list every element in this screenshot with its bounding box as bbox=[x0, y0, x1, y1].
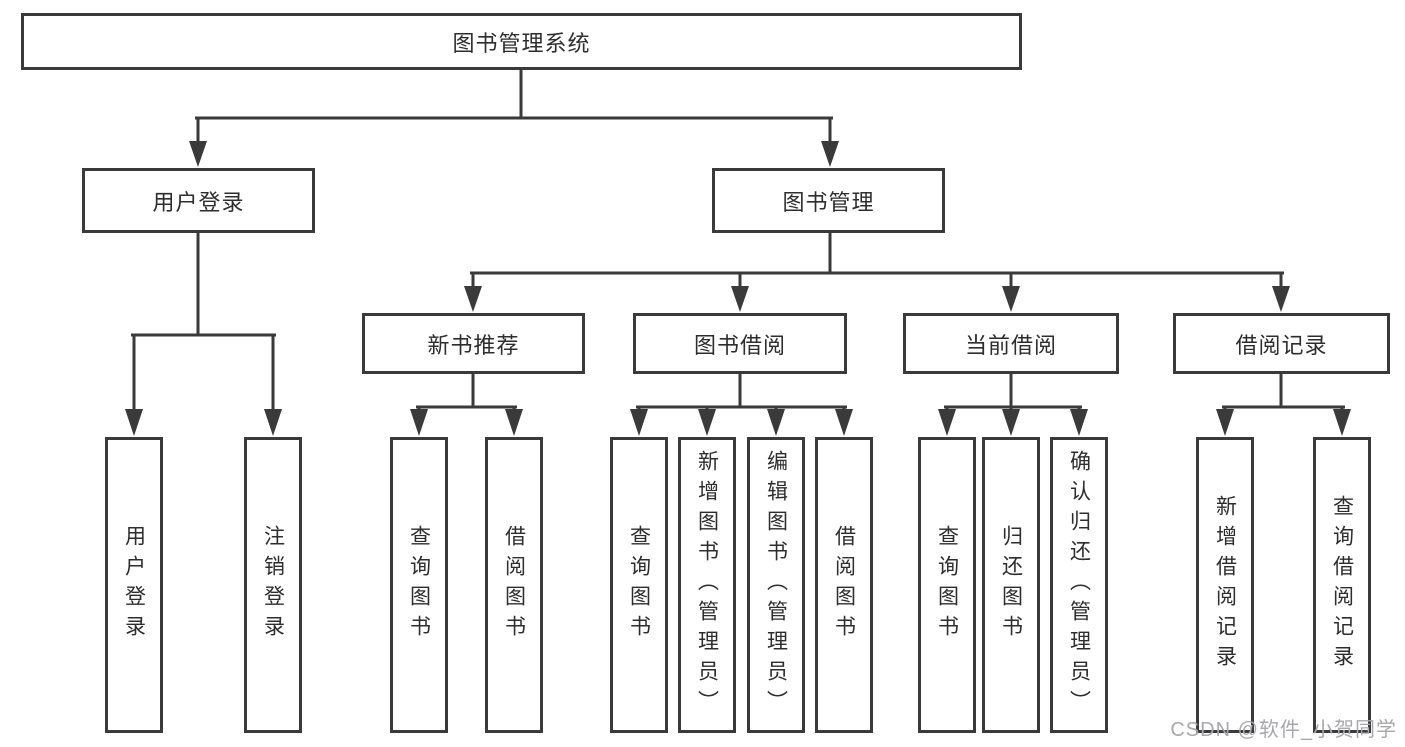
leaf-user-login: 用户登录 bbox=[105, 437, 163, 733]
leaf-borrow-books-borrow-label: 借阅图书 bbox=[832, 525, 856, 645]
leaf-query-books-newbooks: 查询图书 bbox=[390, 437, 448, 733]
leaf-edit-book-admin-label: 编辑图书（管理员） bbox=[764, 450, 788, 720]
node-user-login: 用户登录 bbox=[82, 168, 315, 233]
leaf-logout: 注销登录 bbox=[244, 437, 302, 733]
leaf-query-books-current: 查询图书 bbox=[918, 437, 976, 733]
leaf-query-borrow-record: 查询借阅记录 bbox=[1313, 437, 1371, 733]
leaf-edit-book-admin: 编辑图书（管理员） bbox=[747, 437, 805, 733]
connector-records-to-leaves bbox=[1216, 371, 1351, 436]
node-new-book-recommend-label: 新书推荐 bbox=[427, 332, 520, 358]
connector-currentborrow-to-leaves bbox=[938, 371, 1088, 436]
leaf-borrow-books-borrow: 借阅图书 bbox=[815, 437, 873, 733]
leaf-confirm-return-admin: 确认归还（管理员） bbox=[1050, 437, 1108, 733]
leaf-add-book-admin-label: 新增图书（管理员） bbox=[695, 450, 719, 720]
csdn-watermark: CSDN @软件_小贺同学 bbox=[1170, 719, 1397, 741]
connector-mgmt-to-categories bbox=[464, 230, 1290, 312]
node-user-login-label: 用户登录 bbox=[152, 189, 245, 215]
connector-root-to-level2 bbox=[189, 66, 839, 167]
leaf-logout-label: 注销登录 bbox=[261, 525, 285, 645]
node-book-management-label: 图书管理 bbox=[782, 189, 875, 215]
node-root-system: 图书管理系统 bbox=[21, 13, 1022, 70]
leaf-return-book: 归还图书 bbox=[982, 437, 1040, 733]
leaf-add-borrow-record-label: 新增借阅记录 bbox=[1213, 495, 1237, 675]
node-current-borrow-label: 当前借阅 bbox=[964, 332, 1057, 358]
leaf-borrow-books-newbooks: 借阅图书 bbox=[485, 437, 543, 733]
node-current-borrow: 当前借阅 bbox=[903, 313, 1119, 374]
node-borrow-records-label: 借阅记录 bbox=[1235, 332, 1328, 358]
node-book-borrow-label: 图书借阅 bbox=[693, 332, 786, 358]
leaf-query-books-newbooks-label: 查询图书 bbox=[407, 525, 431, 645]
node-book-borrow: 图书借阅 bbox=[633, 313, 847, 374]
leaf-borrow-books-newbooks-label: 借阅图书 bbox=[502, 525, 526, 645]
leaf-return-book-label: 归还图书 bbox=[999, 525, 1023, 645]
connector-login-to-leaves bbox=[125, 230, 282, 436]
leaf-query-books-borrow: 查询图书 bbox=[610, 437, 668, 733]
node-new-book-recommend: 新书推荐 bbox=[362, 313, 585, 374]
connector-bookborrow-to-leaves bbox=[630, 371, 853, 436]
node-borrow-records: 借阅记录 bbox=[1173, 313, 1390, 374]
leaf-query-borrow-record-label: 查询借阅记录 bbox=[1330, 495, 1354, 675]
connector-newbooks-to-leaves bbox=[410, 371, 523, 436]
node-book-management: 图书管理 bbox=[712, 168, 945, 233]
leaf-query-books-borrow-label: 查询图书 bbox=[627, 525, 651, 645]
leaf-query-books-current-label: 查询图书 bbox=[935, 525, 959, 645]
leaf-add-borrow-record: 新增借阅记录 bbox=[1196, 437, 1254, 733]
node-root-label: 图书管理系统 bbox=[452, 30, 591, 56]
leaf-user-login-label: 用户登录 bbox=[122, 525, 146, 645]
leaf-add-book-admin: 新增图书（管理员） bbox=[678, 437, 736, 733]
leaf-confirm-return-admin-label: 确认归还（管理员） bbox=[1067, 450, 1091, 720]
